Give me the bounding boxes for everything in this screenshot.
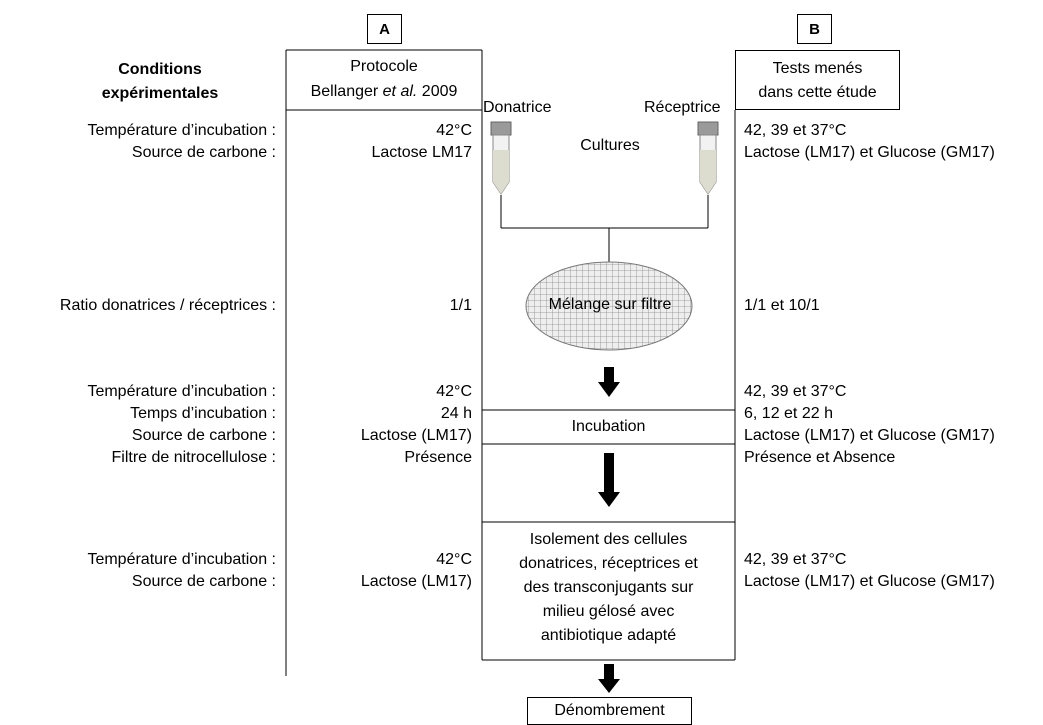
b-value: 42, 39 et 37°C [744, 551, 847, 568]
b-value: Présence et Absence [744, 449, 896, 466]
enumeration-box: Dénombrement [527, 697, 692, 725]
condition-row: Température d’incubation : [87, 122, 276, 139]
protocol-a-line1: Protocole [350, 58, 418, 75]
condition-row: Température d’incubation : [87, 551, 276, 568]
group4-b-values: 42, 39 et 37°C Lactose (LM17) et Glucose… [744, 549, 1043, 593]
cultures-label: Cultures [580, 137, 640, 154]
group3-b-values: 42, 39 et 37°C 6, 12 et 22 h Lactose (LM… [744, 381, 1043, 469]
conditions-header: Conditions expérimentales [70, 58, 250, 106]
isolation-line4: milieu gélosé avec [542, 603, 675, 620]
group4-a-values: 42°C Lactose (LM17) [286, 549, 472, 593]
isolation-label: Isolement des cellules donatrices, récep… [482, 528, 735, 648]
conditions-header-line1: Conditions [118, 61, 202, 78]
b-value: Lactose (LM17) et Glucose (GM17) [744, 427, 995, 444]
group1-b-values: 42, 39 et 37°C Lactose (LM17) et Glucose… [744, 120, 1043, 164]
isolation-line5: antibiotique adapté [540, 627, 677, 644]
isolation-line1: Isolement des cellules [529, 531, 688, 548]
b-value: 42, 39 et 37°C [744, 122, 847, 139]
tests-b-line2: dans cette étude [758, 84, 877, 101]
tests-b-header: Tests menés dans cette étude [735, 50, 900, 110]
filter-ellipse [525, 261, 693, 351]
condition-row: Filtre de nitrocellulose : [111, 449, 276, 466]
b-value: 42, 39 et 37°C [744, 383, 847, 400]
incubation-label: Incubation [571, 418, 646, 435]
recipient-tube [697, 121, 719, 195]
condition-row: Source de carbone : [131, 573, 276, 590]
protocol-a-line2: Bellanger et al. 2009 [310, 83, 458, 100]
group4-conditions: Température d’incubation : Source de car… [0, 549, 276, 593]
a-value: 1/1 [449, 297, 472, 314]
group2-a-values: 1/1 [286, 295, 472, 317]
a-value: Lactose LM17 [371, 144, 472, 161]
group1-a-values: 42°C Lactose LM17 [286, 120, 472, 164]
a-value: 24 h [440, 405, 472, 422]
label-a: A [367, 14, 402, 44]
isolation-line3: des transconjugants sur [523, 579, 694, 596]
b-value: Lactose (LM17) et Glucose (GM17) [744, 144, 995, 161]
a-value: Lactose (LM17) [360, 427, 472, 444]
donor-tube [490, 121, 512, 195]
recipient-label: Réceptrice [644, 99, 721, 116]
filter-label: Mélange sur filtre [548, 296, 672, 313]
condition-row: Température d’incubation : [87, 383, 276, 400]
label-b: B [797, 14, 832, 44]
group2-b-values: 1/1 et 10/1 [744, 295, 1043, 317]
b-value: 6, 12 et 22 h [744, 405, 833, 422]
group3-a-values: 42°C 24 h Lactose (LM17) Présence [286, 381, 472, 469]
tests-b-line1: Tests menés [772, 60, 863, 77]
condition-row: Ratio donatrices / réceptrices : [59, 297, 276, 314]
a-value: 42°C [436, 122, 472, 139]
arrows [598, 367, 620, 693]
a-value: 42°C [436, 551, 472, 568]
group3-conditions: Température d’incubation : Temps d’incub… [0, 381, 276, 469]
condition-row: Temps d’incubation : [130, 405, 276, 422]
b-value: Lactose (LM17) et Glucose (GM17) [744, 573, 995, 590]
a-value: Lactose (LM17) [360, 573, 472, 590]
condition-row: Source de carbone : [131, 427, 276, 444]
group2-conditions: Ratio donatrices / réceptrices : [0, 295, 276, 317]
b-value: 1/1 et 10/1 [744, 297, 820, 314]
conditions-header-line2: expérimentales [101, 85, 219, 102]
protocol-a-header: Protocole Bellanger et al. 2009 [286, 54, 482, 104]
condition-row: Source de carbone : [131, 144, 276, 161]
isolation-line2: donatrices, réceptrices et [519, 555, 698, 572]
donor-label: Donatrice [483, 99, 552, 116]
group1-conditions: Température d’incubation : Source de car… [0, 120, 276, 164]
a-value: Présence [404, 449, 472, 466]
a-value: 42°C [436, 383, 472, 400]
